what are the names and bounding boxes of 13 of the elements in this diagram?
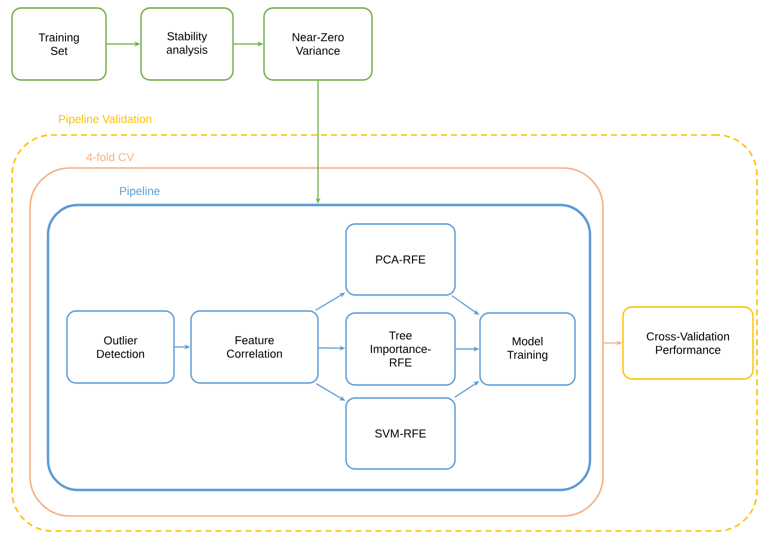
group-title: Pipeline <box>120 186 160 198</box>
process-box: Outlier Detection <box>66 310 175 384</box>
process-box: Model Training <box>479 312 576 386</box>
group-title: Pipeline Validation <box>59 114 152 126</box>
group-title: 4-fold CV <box>86 152 134 162</box>
process-box: Near-Zero Variance <box>263 7 373 81</box>
process-box: Cross-Validation Performance <box>622 306 754 380</box>
process-box: PCA-RFE <box>345 223 456 296</box>
process-box: Stability analysis <box>140 7 234 81</box>
process-box: SVM-RFE <box>345 397 456 470</box>
process-box: Tree Importance-RFE <box>345 312 456 386</box>
process-box: Training Set <box>11 7 107 81</box>
process-box: Feature Correlation <box>190 310 319 384</box>
